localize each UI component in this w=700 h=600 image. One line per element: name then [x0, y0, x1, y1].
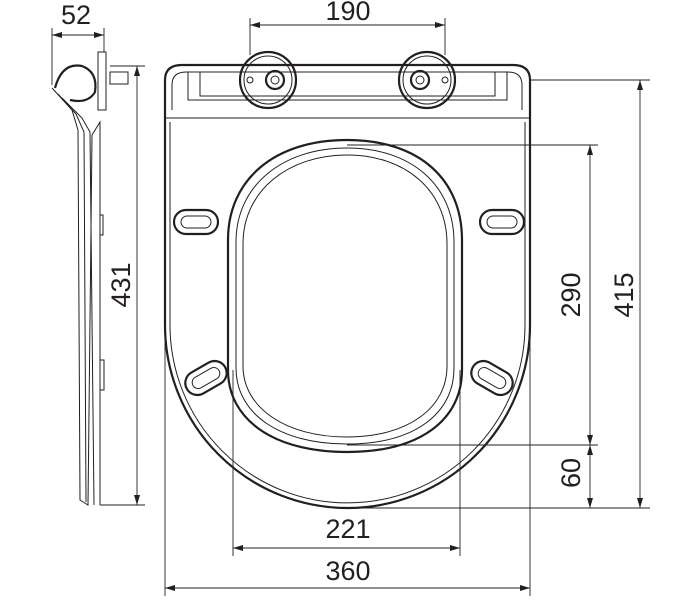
dim-side-depth: 52 — [61, 0, 91, 30]
dim-total-length: 415 — [609, 272, 639, 317]
bumper-slots — [172, 208, 526, 397]
seat-top-view — [163, 63, 532, 510]
side-view — [51, 51, 129, 506]
dim-opening-length: 290 — [556, 272, 586, 317]
dim-hinge-spacing: 190 — [325, 0, 370, 26]
hinge-right — [397, 50, 457, 110]
hinge-left — [238, 50, 298, 110]
dim-side-length: 431 — [106, 262, 136, 307]
dim-total-width: 360 — [325, 556, 370, 586]
dim-front-offset: 60 — [556, 458, 586, 488]
dim-opening-width: 221 — [325, 514, 370, 544]
dimension-lines — [51, 18, 650, 596]
